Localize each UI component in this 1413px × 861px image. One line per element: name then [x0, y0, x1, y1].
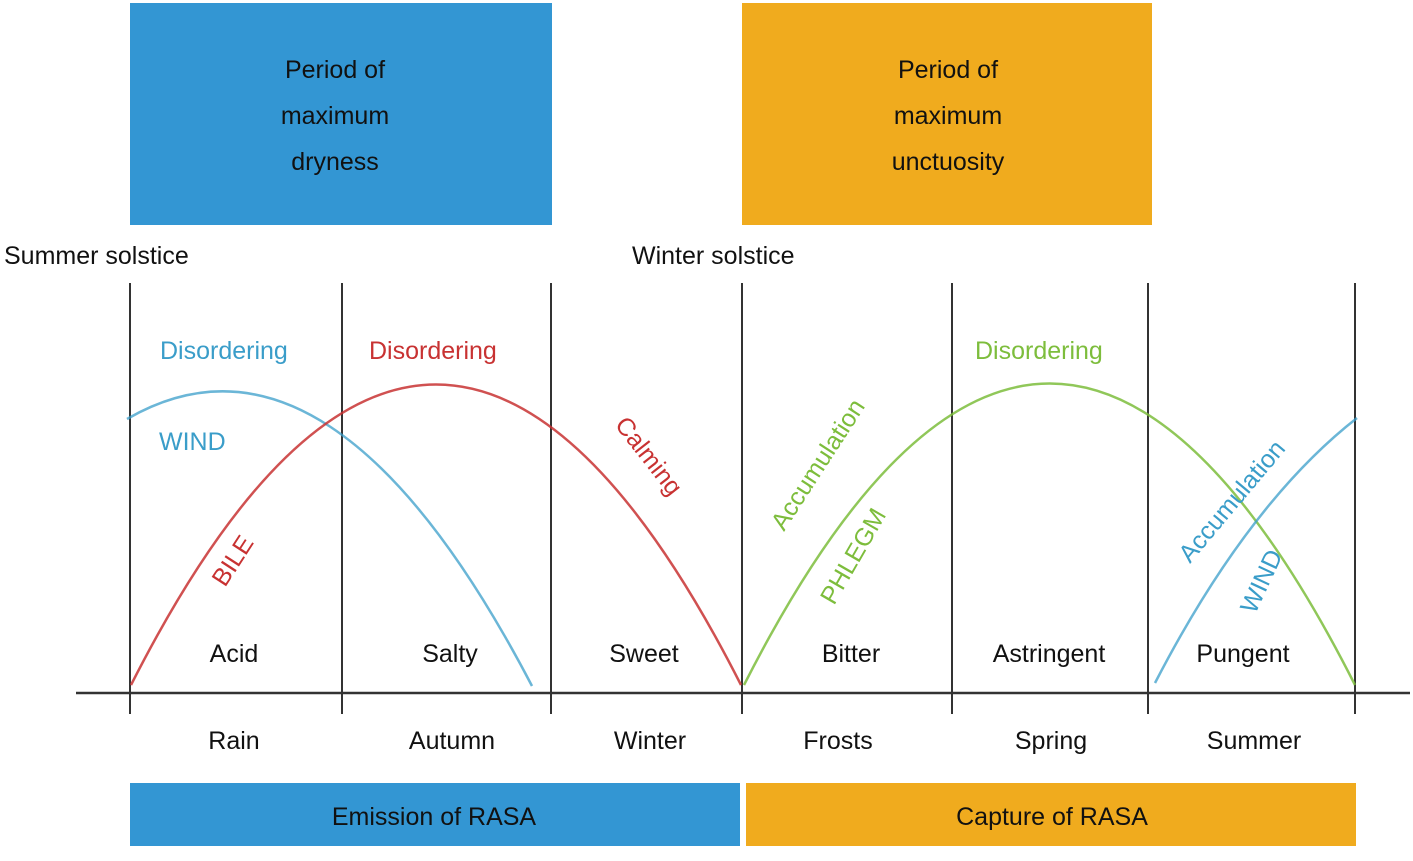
phlegm-disordering-label: Disordering	[975, 337, 1103, 365]
bile-calming-label: Calming	[609, 411, 688, 501]
taste-pungent: Pungent	[1196, 640, 1289, 668]
wind-disordering-label: Disordering	[160, 337, 288, 365]
capture-bar	[746, 783, 1356, 846]
unctuosity-box-line-3: unctuosity	[892, 148, 1005, 176]
wind-label-2: WIND	[1235, 545, 1289, 617]
season-labels: Rain Autumn Winter Frosts Spring Summer	[208, 727, 1301, 755]
taste-sweet: Sweet	[609, 640, 679, 668]
season-spring: Spring	[1015, 727, 1087, 755]
bile-disordering-label: Disordering	[369, 337, 497, 365]
phlegm-label: PHLEGM	[815, 504, 892, 609]
dryness-box	[130, 3, 552, 225]
season-frosts: Frosts	[803, 727, 872, 755]
wind-curve	[126, 390, 534, 687]
dryness-box-line-3: dryness	[291, 148, 379, 176]
dryness-box-line-1: Period of	[285, 56, 385, 84]
dryness-box-line-2: maximum	[281, 102, 389, 130]
unctuosity-box-line-2: maximum	[894, 102, 1002, 130]
emission-bar	[130, 783, 740, 846]
season-summer: Summer	[1207, 727, 1301, 755]
taste-salty: Salty	[422, 640, 478, 668]
bile-curve	[129, 383, 743, 686]
wind-curve-rising	[1153, 417, 1358, 684]
unctuosity-box-line-1: Period of	[898, 56, 998, 84]
winter-solstice-label: Winter solstice	[632, 242, 795, 270]
taste-acid: Acid	[210, 640, 259, 668]
summer-solstice-label: Summer solstice	[4, 242, 189, 270]
emission-bar-label: Emission of RASA	[332, 803, 537, 831]
taste-labels: Acid Salty Sweet Bitter Astringent Punge…	[210, 640, 1290, 668]
taste-bitter: Bitter	[822, 640, 880, 668]
unctuosity-box	[742, 3, 1152, 225]
season-autumn: Autumn	[409, 727, 495, 755]
capture-bar-label: Capture of RASA	[956, 803, 1148, 831]
phlegm-curve	[742, 382, 1357, 686]
season-dividers	[129, 283, 1356, 714]
bile-label: BILE	[207, 531, 260, 592]
taste-astringent: Astringent	[993, 640, 1106, 668]
season-winter: Winter	[614, 727, 686, 755]
season-rain: Rain	[208, 727, 259, 755]
wind-label: WIND	[159, 428, 226, 456]
phlegm-accumulation-label: Accumulation	[766, 394, 871, 535]
